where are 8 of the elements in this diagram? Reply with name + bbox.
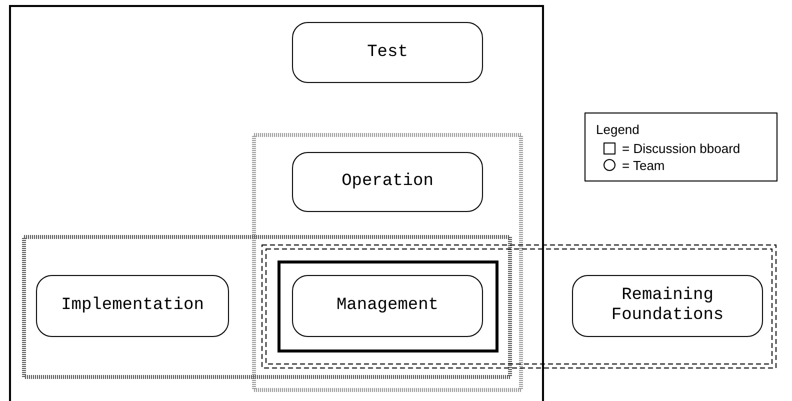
legend-title: Legend [596,122,640,137]
process-box: Management [292,275,483,337]
process-box: Remaining Foundations [572,275,763,337]
legend-text: = Team [622,158,665,173]
process-box: Implementation [36,275,229,337]
process-box: Operation [292,152,483,212]
legend-text: = Discussion bboard [622,141,740,156]
process-box: Test [292,22,483,83]
